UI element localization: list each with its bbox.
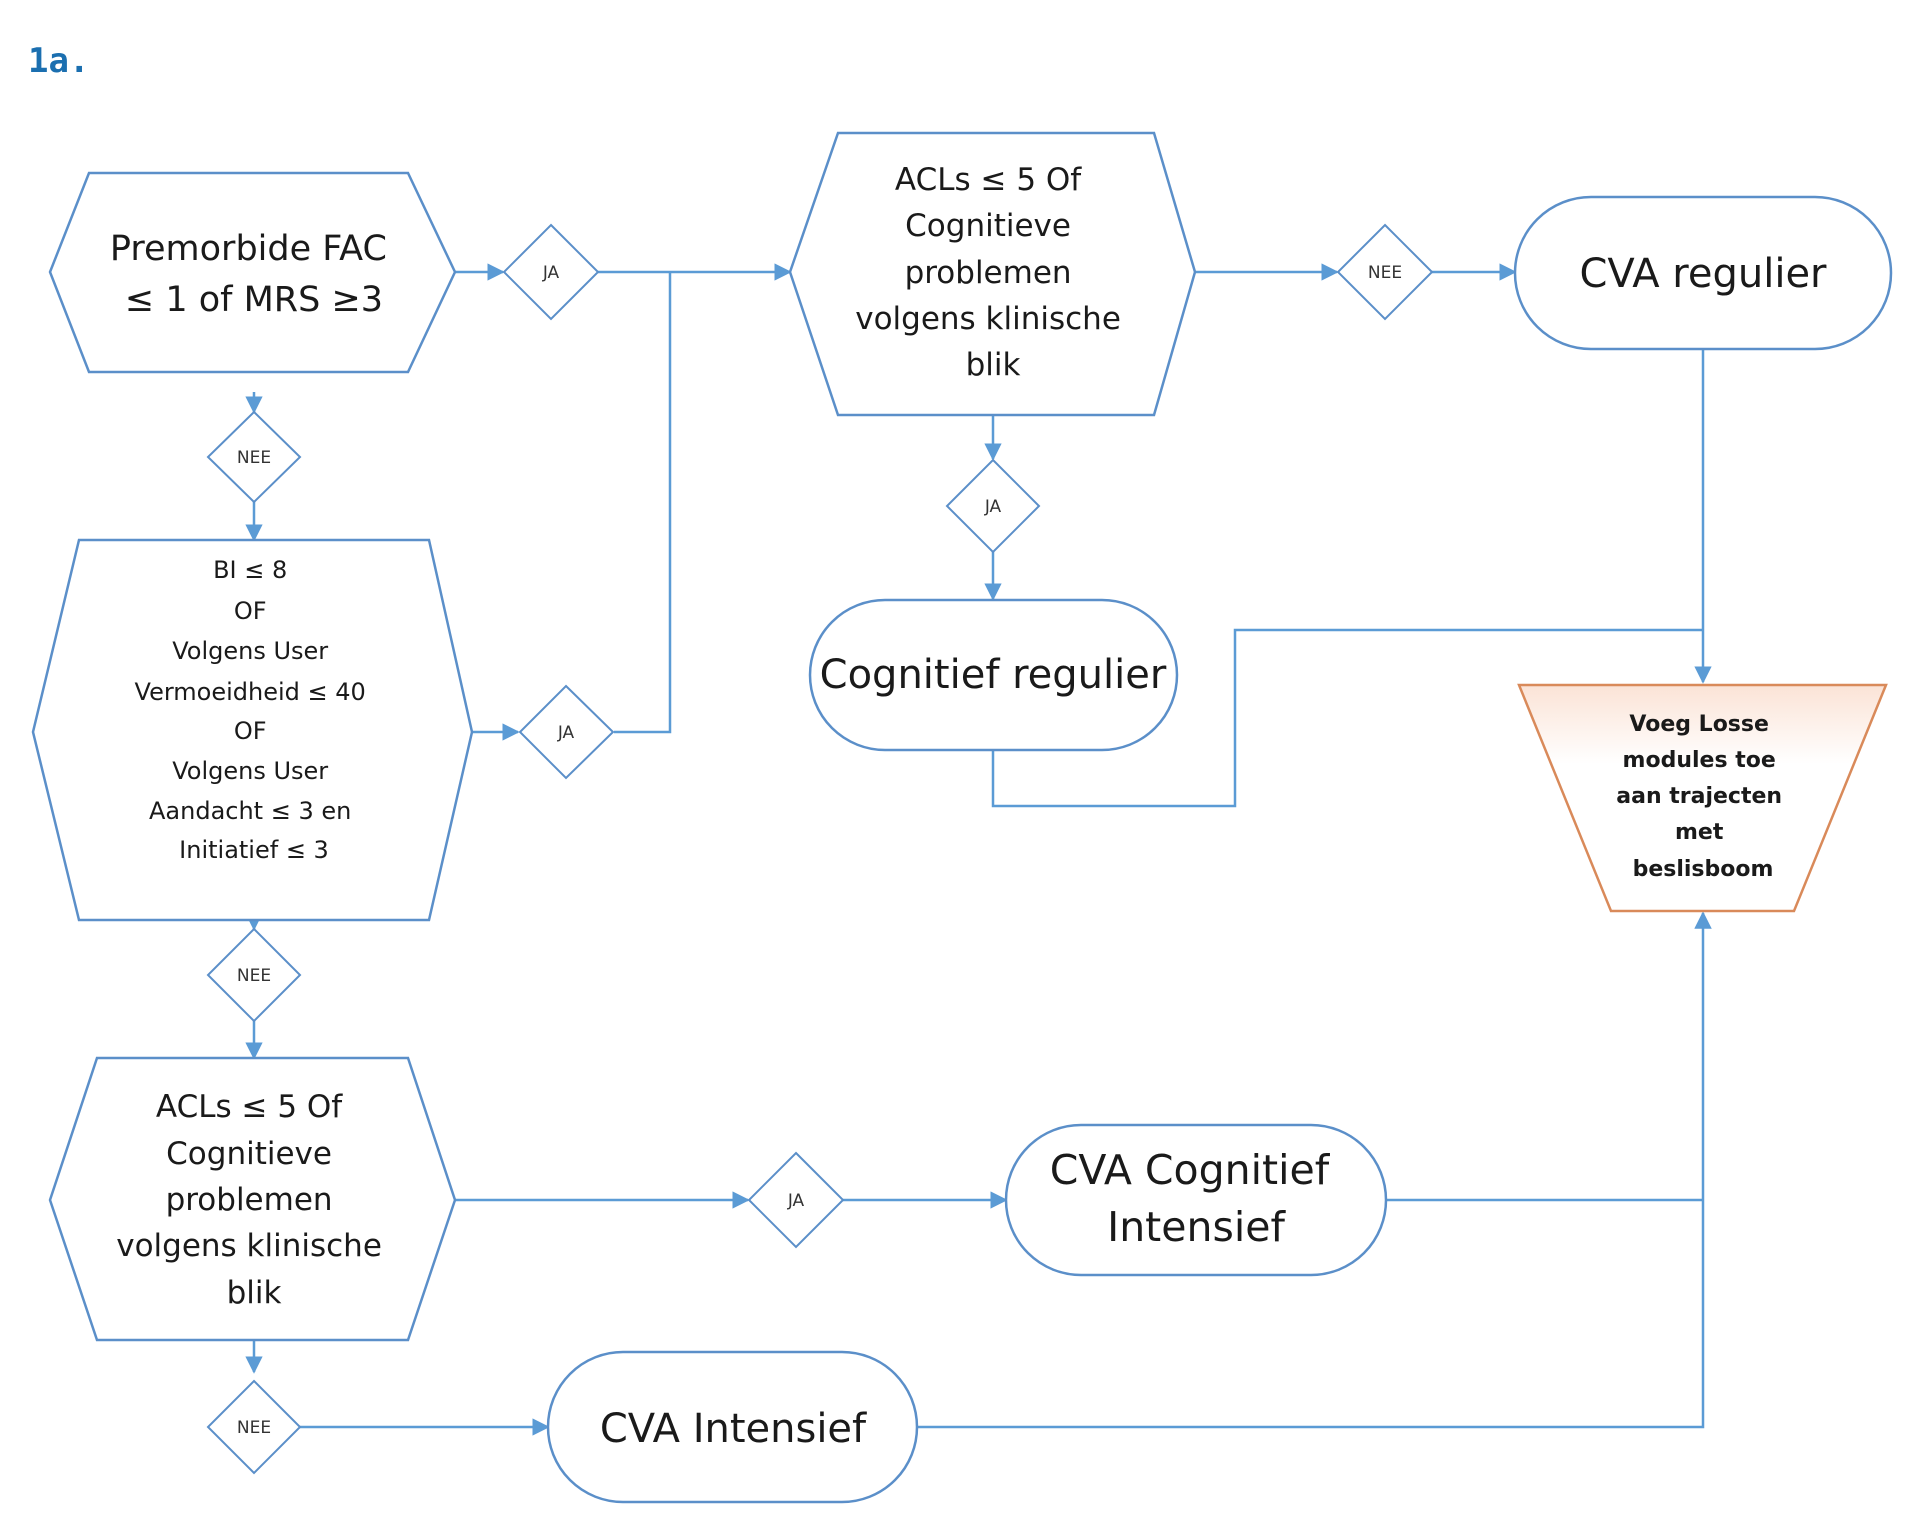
decision-ja-3: JA — [945, 458, 1041, 554]
svg-text:NEE: NEE — [237, 448, 271, 468]
node-cva-cognitief-intensief: CVA Cognitief Intensief — [1004, 1123, 1388, 1277]
svg-text:JA: JA — [984, 497, 1002, 517]
node-premorbide-text: Premorbide FAC ≤ 1 of MRS ≥3 — [110, 229, 398, 320]
svg-text:NEE: NEE — [237, 966, 271, 986]
connector-cva-intensief-modules — [917, 911, 1712, 1429]
decision-ja-2: JA — [518, 684, 615, 780]
svg-text:NEE: NEE — [237, 1418, 271, 1438]
svg-text:JA: JA — [542, 263, 560, 283]
node-cognitief-regulier-text: Cognitief regulier — [820, 652, 1167, 698]
node-losse-modules: Voeg Losse modules toe aan trajecten met… — [1517, 683, 1888, 913]
node-bi-criteria: BI ≤ 8 OF Volgens User Vermoeidheid ≤ 40… — [31, 538, 474, 922]
decision-ja-1: JA — [502, 223, 600, 321]
node-cva-intensief: CVA Intensief — [546, 1350, 919, 1504]
node-bi-criteria-text: BI ≤ 8 OF Volgens User Vermoeidheid ≤ 40… — [135, 556, 374, 864]
connector-cognitief-regulier-modules — [991, 628, 1703, 808]
node-premorbide: Premorbide FAC ≤ 1 of MRS ≥3 — [48, 171, 457, 374]
connectors — [245, 263, 1712, 1436]
node-cva-regulier: CVA regulier — [1513, 195, 1893, 351]
svg-text:NEE: NEE — [1368, 263, 1402, 283]
connector-bi-ja-merge — [614, 272, 672, 734]
node-cognitief-regulier: Cognitief regulier — [808, 598, 1179, 752]
decision-nee-4: NEE — [206, 1379, 302, 1475]
node-cva-cognitief-intensief-text: CVA Cognitief Intensief — [1050, 1146, 1342, 1251]
node-acls-bottom-text: ACLs ≤ 5 Of Cognitieve problemen volgens… — [116, 1089, 392, 1311]
svg-text:JA: JA — [557, 723, 575, 743]
decision-nee-2: NEE — [206, 927, 302, 1023]
decision-ja-4: JA — [747, 1151, 845, 1249]
node-cva-regulier-text: CVA regulier — [1579, 251, 1827, 297]
figure-label: 1a. — [28, 41, 89, 81]
node-acls-top: ACLs ≤ 5 Of Cognitieve problemen volgens… — [788, 131, 1197, 417]
svg-text:JA: JA — [787, 1191, 805, 1211]
node-losse-modules-text: Voeg Losse modules toe aan trajecten met… — [1616, 712, 1790, 882]
node-cva-intensief-text: CVA Intensief — [600, 1406, 867, 1452]
node-acls-top-text: ACLs ≤ 5 Of Cognitieve problemen volgens… — [855, 162, 1131, 383]
decision-nee-1: NEE — [206, 410, 302, 504]
node-acls-bottom: ACLs ≤ 5 Of Cognitieve problemen volgens… — [48, 1056, 457, 1342]
decision-nee-3: NEE — [1336, 223, 1434, 321]
